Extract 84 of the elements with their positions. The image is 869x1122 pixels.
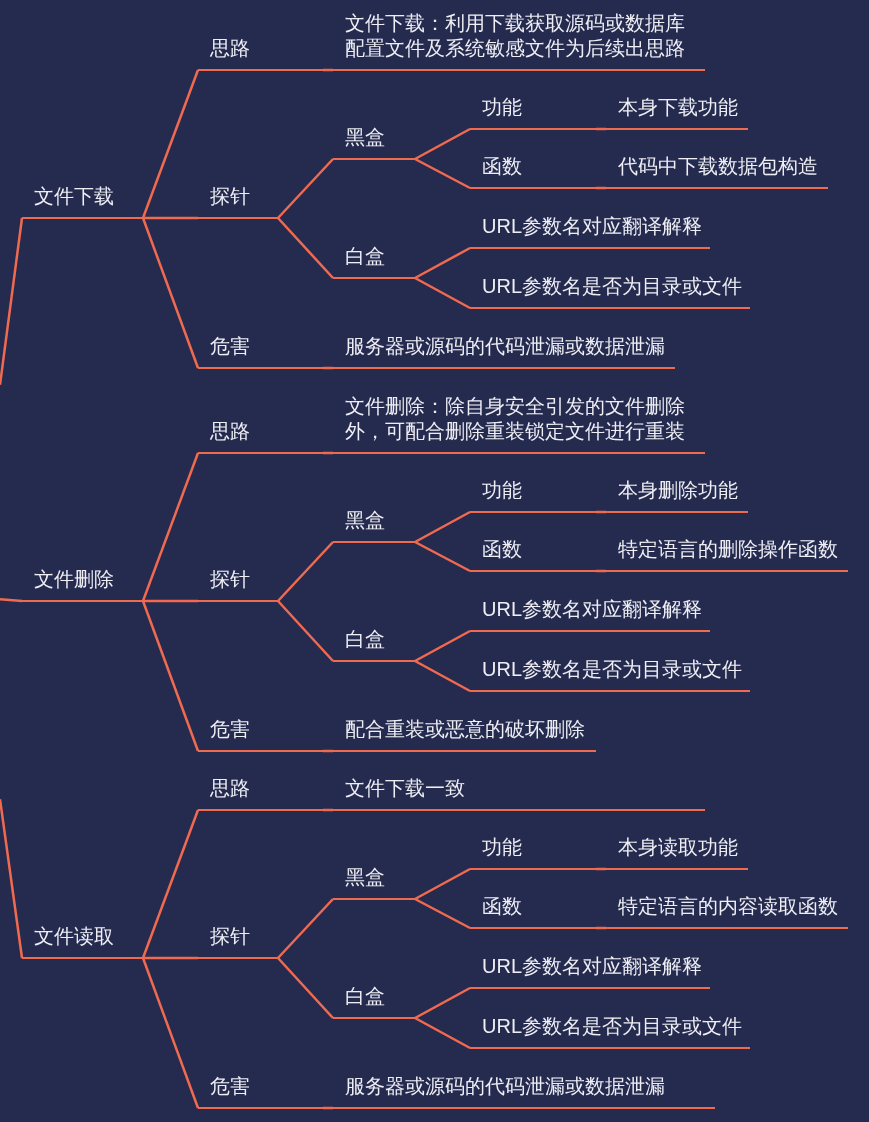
connector-line: [141, 600, 200, 752]
connector-line: [414, 986, 471, 1020]
subtopic: 思路: [198, 419, 323, 455]
subtopic: 白盒: [333, 244, 415, 280]
detail-topic: URL参数名对应翻译解释: [470, 214, 710, 250]
connector-line: [414, 127, 471, 161]
connector-line: [143, 956, 198, 960]
connector-line: [596, 186, 606, 190]
detail-topic: 服务器或源码的代码泄漏或数据泄漏: [333, 1074, 715, 1110]
connector-line: [414, 1016, 471, 1050]
subtopic: 危害: [198, 717, 323, 753]
detail-topic: 文件下载一致: [333, 776, 705, 812]
detail-topic: 本身删除功能: [606, 478, 748, 514]
connector-line: [323, 808, 333, 812]
connector-line: [141, 69, 200, 219]
connector-line: [414, 540, 471, 573]
connector-line: [277, 957, 334, 1019]
subtopic: 功能: [470, 95, 596, 131]
connector-line: [323, 749, 333, 753]
subtopic: 黑盒: [333, 125, 415, 161]
detail-topic: 文件删除：除自身安全引发的文件删除外，可配合删除重装锁定文件进行重装: [333, 394, 705, 455]
connector-line: [414, 629, 471, 663]
subtopic: 探针: [198, 567, 278, 603]
connector-line: [414, 276, 471, 310]
subtopic: 黑盒: [333, 865, 415, 901]
connector-line: [277, 541, 334, 602]
subtopic: 白盒: [333, 627, 415, 663]
detail-topic: 本身下载功能: [606, 95, 748, 131]
subtopic: 白盒: [333, 984, 415, 1020]
connector-line: [141, 217, 200, 369]
detail-topic: URL参数名是否为目录或文件: [470, 657, 750, 693]
subtopic: 函数: [470, 894, 596, 930]
subtopic: 黑盒: [333, 508, 415, 544]
detail-topic: 特定语言的内容读取函数: [606, 894, 848, 930]
detail-topic: 本身读取功能: [606, 835, 748, 871]
subtopic: 探针: [198, 924, 278, 960]
detail-topic: URL参数名是否为目录或文件: [470, 1014, 750, 1050]
connector-line: [0, 799, 24, 959]
detail-topic: 代码中下载数据包构造: [606, 154, 828, 190]
connector-line: [277, 600, 334, 662]
connector-line: [596, 867, 606, 871]
main-topic: 文件删除: [22, 567, 143, 603]
main-topic: 文件读取: [22, 924, 143, 960]
subtopic: 危害: [198, 334, 323, 370]
connector-line: [323, 1106, 333, 1110]
connector-line: [596, 569, 606, 573]
connector-line: [323, 366, 333, 370]
connector-line: [414, 867, 471, 901]
connector-line: [141, 452, 200, 602]
connector-line: [141, 809, 200, 959]
detail-topic: URL参数名对应翻译解释: [470, 597, 710, 633]
connector-line: [143, 216, 198, 220]
connector-line: [143, 599, 198, 603]
detail-topic: URL参数名对应翻译解释: [470, 954, 710, 990]
connector-line: [277, 217, 334, 279]
connector-line: [596, 510, 606, 514]
detail-topic: URL参数名是否为目录或文件: [470, 274, 750, 310]
subtopic: 函数: [470, 154, 596, 190]
subtopic: 函数: [470, 537, 596, 573]
subtopic: 危害: [198, 1074, 323, 1110]
connector-line: [414, 659, 471, 693]
connector-line: [323, 451, 333, 455]
connector-line: [277, 158, 334, 219]
subtopic: 思路: [198, 36, 323, 72]
subtopic: 功能: [470, 835, 596, 871]
detail-topic: 服务器或源码的代码泄漏或数据泄漏: [333, 334, 675, 370]
detail-topic: 文件下载：利用下载获取源码或数据库配置文件及系统敏感文件为后续出思路: [333, 11, 705, 72]
detail-topic: 特定语言的删除操作函数: [606, 537, 848, 573]
connector-line: [0, 217, 24, 385]
connector-line: [277, 898, 334, 959]
connector-line: [414, 897, 471, 930]
connector-line: [414, 246, 471, 280]
main-topic: 文件下载: [22, 184, 143, 220]
subtopic: 思路: [198, 776, 323, 812]
connector-line: [141, 957, 200, 1109]
subtopic: 探针: [198, 184, 278, 220]
connector-line: [414, 157, 471, 190]
connector-line: [0, 598, 23, 603]
connector-line: [414, 510, 471, 544]
connector-line: [596, 926, 606, 930]
subtopic: 功能: [470, 478, 596, 514]
connector-line: [323, 68, 333, 72]
detail-topic: 配合重装或恶意的破坏删除: [333, 717, 596, 753]
connector-line: [596, 127, 606, 131]
